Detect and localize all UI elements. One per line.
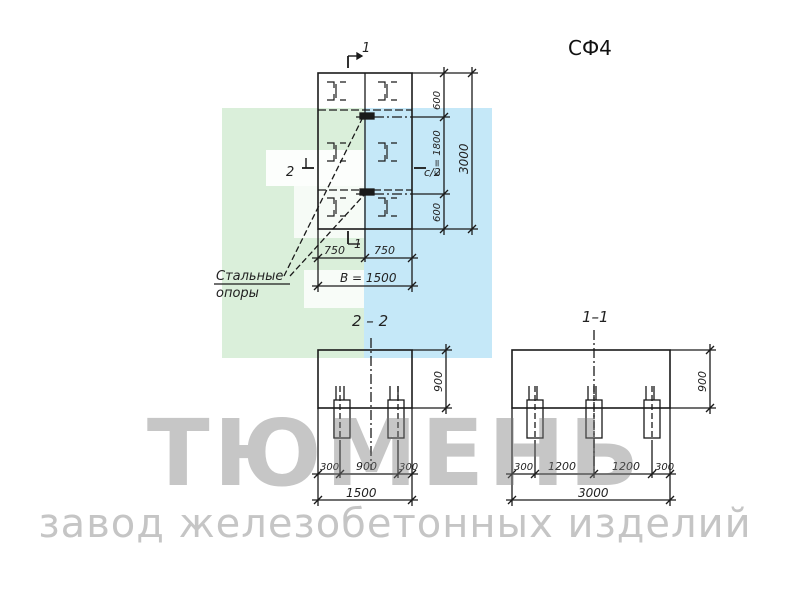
s22-middle: 900 [356, 460, 377, 473]
section-2-left-label: 2 [286, 165, 294, 180]
s11-edge-left: 300 [514, 462, 533, 473]
dim-right-half: 750 [374, 244, 395, 257]
dim-top-offset: 600 [432, 91, 443, 110]
s11-height: 900 [696, 371, 709, 392]
steel-supports-label-1: Стальные [216, 269, 283, 284]
pocket-marks [327, 81, 397, 217]
steel-supports-label-2: опоры [216, 286, 259, 301]
section-2-2 [312, 338, 452, 506]
s11-mid-left: 1200 [548, 460, 576, 473]
s11-total: 3000 [578, 486, 609, 500]
section-1-top-label: 1 [362, 41, 370, 56]
section-1-1 [506, 330, 716, 506]
product-code: СФ4 [568, 36, 612, 60]
dim-c-spacing: с = 1800 [432, 130, 443, 176]
dim-bottom-offset: 600 [432, 203, 443, 222]
dim-length: 3000 [457, 143, 471, 174]
watermark-brand: ТЮМЕНЬ [146, 400, 644, 507]
watermark-subtitle: завод железобетонных изделий [38, 501, 752, 547]
s22-edge-right: 300 [399, 462, 418, 473]
half-c-label: с/2 [424, 166, 441, 179]
section-1-1-title: 1–1 [582, 308, 609, 326]
s11-mid-right: 1200 [612, 460, 640, 473]
section-1-bottom-label: 1 [354, 237, 362, 251]
plan-view [214, 51, 478, 292]
s22-total: 1500 [346, 486, 377, 500]
s22-edge-left: 300 [320, 462, 339, 473]
section-2-2-title: 2 – 2 [352, 312, 388, 330]
dim-width: В = 1500 [340, 271, 397, 285]
s11-edge-right: 300 [655, 462, 674, 473]
s22-height: 900 [432, 371, 445, 392]
dim-left-half: 750 [324, 244, 345, 257]
